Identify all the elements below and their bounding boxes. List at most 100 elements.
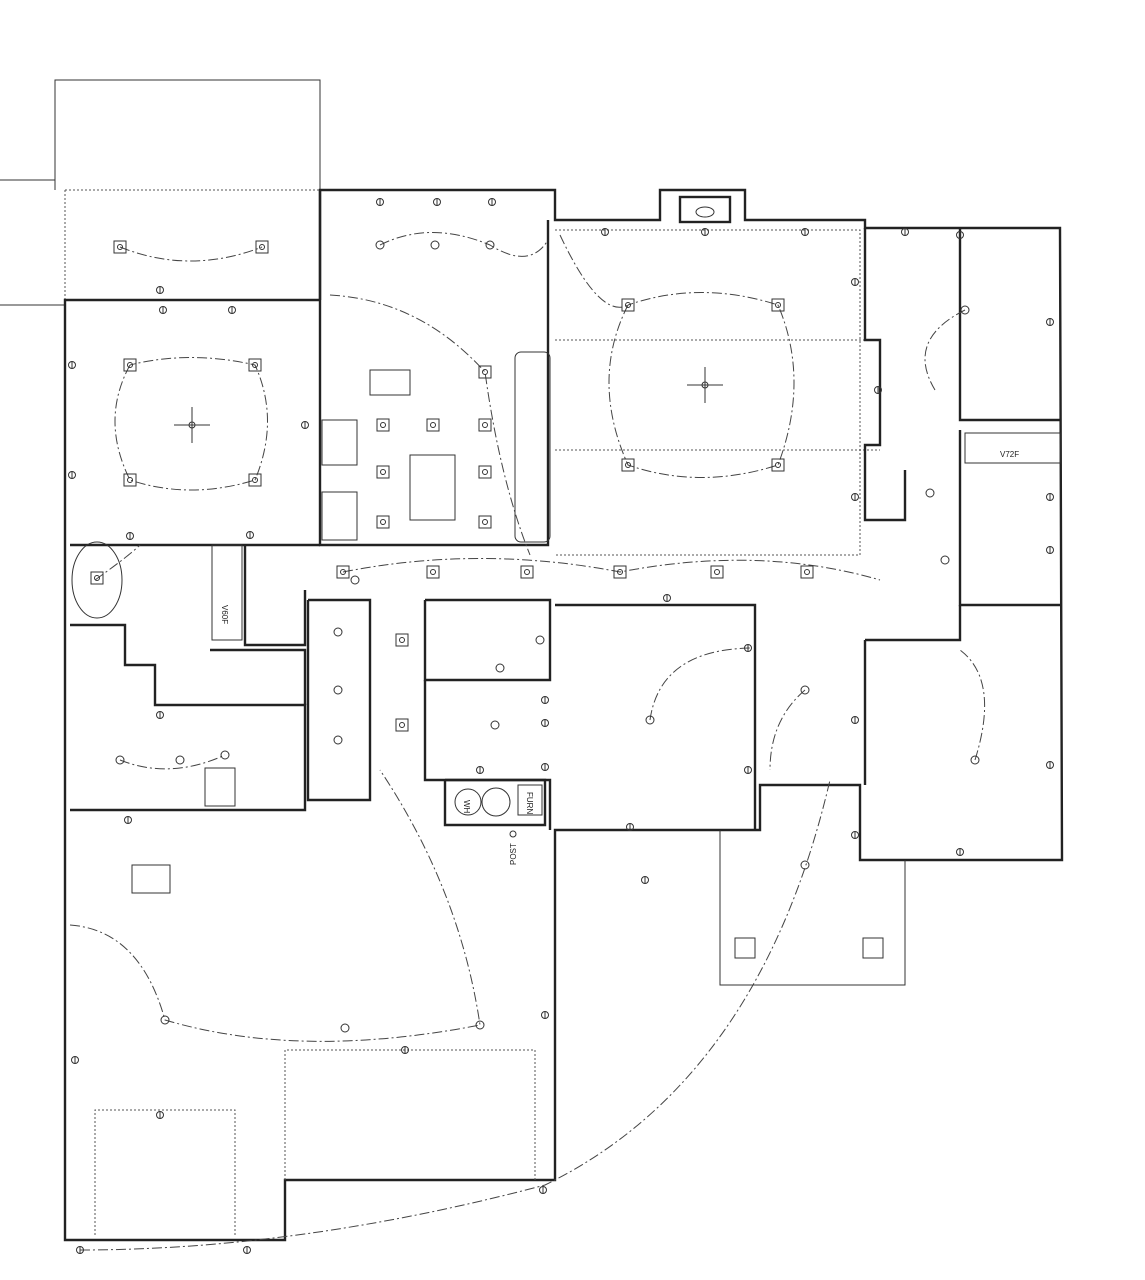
- ceiling-line: [555, 229, 861, 556]
- light-fixture-icon: [495, 663, 505, 673]
- fireplace: [678, 195, 732, 224]
- recessed-light-icon: [478, 515, 492, 529]
- garage-door-line: [284, 1049, 536, 1180]
- light-fixture-icon: [333, 735, 343, 745]
- recessed-light-icon: [117, 244, 123, 250]
- recessed-light-icon: [775, 302, 781, 308]
- light-fixture-icon: [340, 1023, 350, 1033]
- recessed-light-icon: [113, 240, 127, 254]
- recessed-light-icon: [478, 418, 492, 432]
- vanity-master-label: V72F: [1000, 450, 1019, 459]
- interior-wall: [70, 623, 307, 812]
- light-fixture-icon: [970, 755, 980, 765]
- circuit-run: [342, 558, 881, 581]
- light-fixture-icon: [375, 240, 385, 250]
- interior-wall: [243, 545, 307, 647]
- garage-storage: [94, 1109, 236, 1235]
- refrigerator: [321, 491, 358, 541]
- light-fixture-icon: [960, 305, 970, 315]
- covered-patio: [64, 189, 321, 301]
- recessed-light-icon: [123, 358, 137, 372]
- recessed-light-icon: [399, 722, 405, 728]
- furnace-label: FURN: [525, 792, 534, 814]
- recessed-light-icon: [482, 519, 488, 525]
- circuit-run: [379, 232, 549, 257]
- light-fixture-icon: [160, 1015, 170, 1025]
- recessed-light-icon: [336, 565, 350, 579]
- light-fixture-icon: [333, 685, 343, 695]
- recessed-light-icon: [376, 515, 390, 529]
- light-fixture-icon: [475, 1020, 485, 1030]
- recessed-light-icon: [482, 469, 488, 475]
- fixtures: [68, 198, 1054, 1254]
- recessed-light-icon: [478, 465, 492, 479]
- light-fixture-icon: [350, 575, 360, 585]
- water-heater: [454, 788, 482, 816]
- recessed-light-icon: [621, 298, 635, 312]
- recessed-light-icon: [248, 358, 262, 372]
- light-fixture-icon: [333, 627, 343, 637]
- light-fixture-icon: [430, 240, 440, 250]
- recessed-light-icon: [380, 469, 386, 475]
- recessed-light-icon: [800, 565, 814, 579]
- interior-wall: [423, 598, 552, 682]
- porch-post: [862, 937, 884, 959]
- recessed-light-icon: [430, 569, 436, 575]
- post-label: POST: [509, 843, 518, 865]
- recessed-light-icon: [625, 462, 631, 468]
- recessed-light-icon: [380, 519, 386, 525]
- recessed-light-icon: [90, 571, 104, 585]
- post-marker: [509, 830, 517, 838]
- circuit-run: [119, 246, 531, 556]
- recessed-light-icon: [259, 244, 265, 250]
- light-fixture-icon: [800, 860, 810, 870]
- recessed-light-icon: [430, 422, 436, 428]
- circuit-run: [94, 544, 226, 770]
- recessed-light-icon: [426, 418, 440, 432]
- utility-room: [443, 778, 547, 827]
- recessed-light-icon: [340, 569, 346, 575]
- recessed-light-icon: [395, 718, 409, 732]
- ceiling-fan-icon: [174, 407, 210, 443]
- range: [321, 419, 358, 466]
- recessed-light-icon: [478, 365, 492, 379]
- light-fixture-icon: [115, 755, 125, 765]
- rear-porch: [719, 830, 906, 986]
- recessed-light-icon: [252, 477, 258, 483]
- recessed-light-icon: [399, 637, 405, 643]
- water-heater-label: WH: [462, 800, 471, 814]
- circuit-run: [69, 769, 481, 1042]
- recessed-light-icon: [520, 565, 534, 579]
- circuit-run: [114, 357, 268, 491]
- attic-access: [131, 864, 171, 894]
- circuit-run: [79, 779, 831, 1251]
- light-fixture-icon: [490, 720, 500, 730]
- exterior-wall: [63, 188, 1064, 1242]
- recessed-light-icon: [123, 473, 137, 487]
- fireplace-icon: [695, 206, 715, 218]
- light-fixture-icon: [645, 715, 655, 725]
- recessed-light-icon: [625, 302, 631, 308]
- kitchen-bar: [514, 351, 551, 543]
- furnace: [517, 784, 543, 816]
- fan: [174, 367, 723, 443]
- recessed-light-icon: [617, 569, 623, 575]
- recessed-light-icon: [482, 422, 488, 428]
- recessed-light-icon: [804, 569, 810, 575]
- circuit-run: [924, 309, 986, 761]
- interior-wall: [865, 605, 962, 642]
- recessed-light-icon: [524, 569, 530, 575]
- recessed-light-icon: [621, 458, 635, 472]
- light-fixture-icon: [925, 488, 935, 498]
- recessed-light-icon: [380, 422, 386, 428]
- recessed-light-icon: [376, 465, 390, 479]
- recessed-light-icon: [775, 462, 781, 468]
- vanity-master: [964, 432, 1061, 464]
- light-fixture-icon: [485, 240, 495, 250]
- kitchen-sink: [369, 369, 411, 396]
- circuit-run: [559, 234, 795, 478]
- ceiling-fan-icon: [687, 367, 723, 403]
- bathtub: [71, 541, 123, 619]
- light-fixture-icon: [175, 755, 185, 765]
